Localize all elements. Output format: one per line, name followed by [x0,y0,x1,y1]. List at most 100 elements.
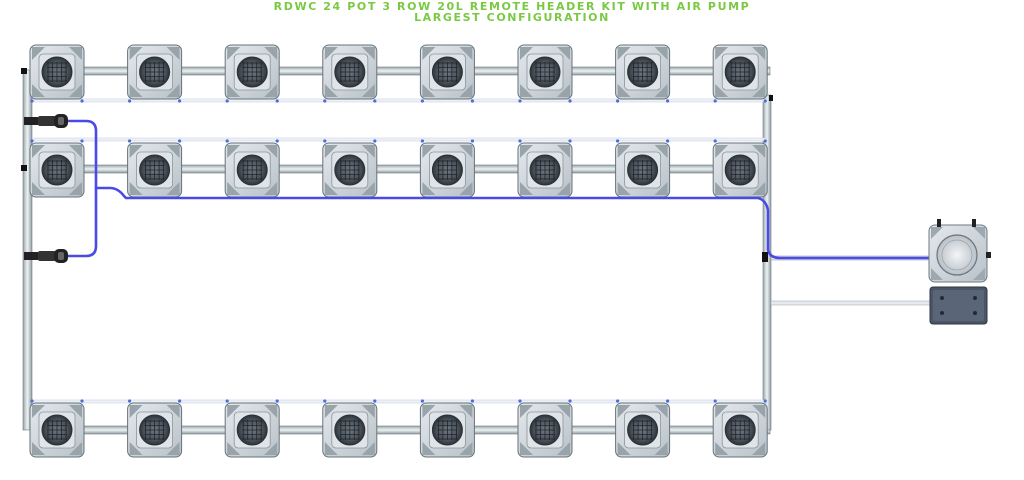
pot-corner [752,182,766,195]
pot-r2-c2 [127,139,183,198]
pot-corner [32,145,45,158]
pot-r1-c4 [322,44,378,103]
pot-corner [227,442,241,455]
pot-corner [654,442,668,455]
manifold-clip-top [21,68,27,74]
pot-corner [752,145,766,158]
pot-connector [763,399,767,403]
pot-corner [617,145,631,158]
pot-corner [520,182,533,195]
pot-connector [80,99,84,103]
pot-corner [32,47,45,60]
pot-connector [470,139,474,143]
pot-r1-c5 [419,44,475,103]
pot-corner [264,182,278,195]
pot-connector [616,99,620,103]
pot-corner [422,182,436,195]
pot-connector [178,139,182,143]
pot-corner [422,405,436,418]
air-pump-screw-1 [940,296,944,300]
pot-corner [715,145,729,158]
pot-corner [227,145,241,158]
pot-corner [459,84,473,97]
air-fitting-upper [24,114,68,128]
pot-corner [166,145,180,158]
pot-corner [459,405,473,418]
pot-corner [654,182,668,195]
pot-r2-c1 [29,139,85,198]
pot-connector [616,399,620,403]
pot-corner [715,405,729,418]
pot-connector [178,399,182,403]
pot-connector [128,99,132,103]
pot-r2-c8 [712,139,768,198]
pot-r3-c6 [517,399,573,458]
air-pump-top-fitting-left [937,219,941,227]
left-fittings [21,68,773,263]
pot-connector [30,399,34,403]
pot-connector [470,399,474,403]
pot-corner [324,405,338,418]
pot-corner [459,182,473,195]
pot-corner [459,145,473,158]
pot-connector [713,139,717,143]
pot-corner [264,84,278,97]
pot-connector [275,399,279,403]
right-manifold-tee [762,252,768,262]
pot-grid [29,44,768,458]
pot-corner [69,442,82,455]
pot-connector [616,139,620,143]
pot-corner [227,84,241,97]
pot-corner [129,182,143,195]
control-bucket [928,219,991,283]
pot-corner [361,182,375,195]
pot-corner [520,145,533,158]
pot-connector [666,399,670,403]
pot-corner [324,47,338,60]
pot-corner [361,405,375,418]
pot-r1-c1 [29,44,85,103]
pot-r3-c3 [224,399,280,458]
pot-connector [470,99,474,103]
pot-corner [361,442,375,455]
pot-r2-c3 [224,139,280,198]
pot-r3-c1 [29,399,85,458]
pot-corner [264,442,278,455]
pot-corner [557,405,570,418]
pot-r1-c7 [615,44,671,103]
pot-corner [227,182,241,195]
manifold-clip-mid [21,165,27,171]
pot-connector [225,99,229,103]
pot-corner [715,182,729,195]
pot-connector [178,99,182,103]
pot-connector [713,99,717,103]
pot-r3-c7 [615,399,671,458]
control-bucket-corner-tl [931,227,943,239]
pot-r3-c4 [322,399,378,458]
diagram-title: RDWC 24 POT 3 ROW 20L REMOTE HEADER KIT … [0,1,1024,23]
pot-connector [763,139,767,143]
pot-connector [373,99,377,103]
pot-corner [654,84,668,97]
pot-connector [323,399,327,403]
air-pump-side-fitting [986,252,991,258]
pot-corner [520,442,533,455]
pot-corner [166,84,180,97]
pot-corner [227,47,241,60]
pot-r3-c2 [127,399,183,458]
air-pump-lid [936,234,978,276]
pot-corner [557,84,570,97]
pot-corner [715,442,729,455]
air-fitting-lower [24,249,68,263]
right-manifold-clip [769,95,773,101]
pot-connector [128,399,132,403]
pot-connector [518,139,522,143]
pot-connector [713,399,717,403]
pot-corner [129,84,143,97]
pot-connector [568,139,572,143]
pot-corner [557,47,570,60]
pot-corner [654,145,668,158]
pot-corner [166,405,180,418]
pot-r1-c6 [517,44,573,103]
